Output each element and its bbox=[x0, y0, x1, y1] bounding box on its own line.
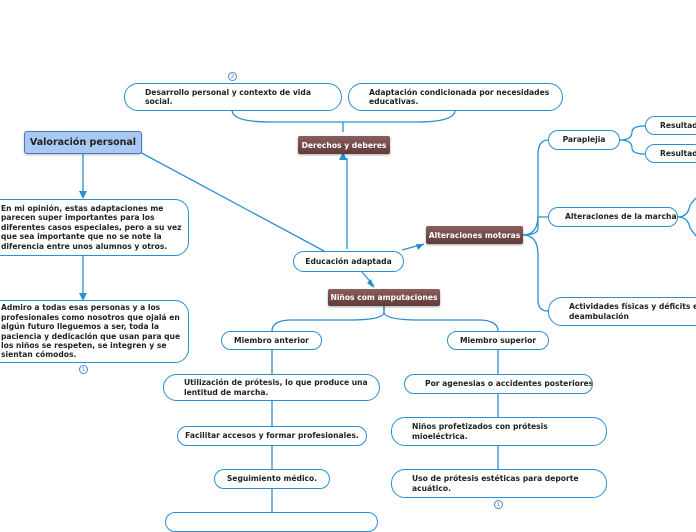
note-admiracion[interactable]: Admiro a todas esas personas y a los pro… bbox=[0, 300, 189, 363]
main-topic-valoracion-personal[interactable]: Valoración personal bbox=[24, 131, 142, 154]
topic-utilizacion-protesis[interactable]: Utilización de prótesis, lo que produce … bbox=[163, 374, 380, 401]
main-topic-alteraciones-motoras[interactable]: Alteraciones motoras bbox=[426, 226, 523, 244]
badge-count[interactable]: 2 bbox=[228, 72, 237, 81]
note-text: En mi opinión, estas adaptaciones me par… bbox=[1, 203, 182, 251]
topic-seguimiento-medico[interactable]: Seguimiento médico. bbox=[214, 469, 330, 489]
central-label: Educación adaptada bbox=[305, 256, 392, 266]
topic-adaptacion-condicionada[interactable]: Adaptación condicionada por necesidades … bbox=[348, 83, 563, 111]
topic-label: Desarrollo personal y contexto de vida s… bbox=[145, 87, 311, 106]
topic-label: Miembro anterior bbox=[234, 335, 309, 345]
topic-protesis-mioelectrica[interactable]: Niños profetizados con prótesis mioeléct… bbox=[391, 417, 607, 446]
topic-label: Por agenesias o accidentes posteriores. bbox=[425, 379, 593, 389]
topic-label: Resultado bbox=[660, 148, 696, 158]
topic-label: Resultado bbox=[660, 120, 696, 130]
topic-label: Miembro superior bbox=[459, 335, 537, 345]
topic-label: Uso de prótesis estéticas para deporte a… bbox=[412, 474, 579, 493]
topic-miembro-anterior[interactable]: Miembro anterior bbox=[221, 331, 322, 350]
topic-label: Adaptación condicionada por necesidades … bbox=[369, 87, 550, 106]
topic-protesis-esteticas[interactable]: Uso de prótesis estéticas para deporte a… bbox=[391, 469, 607, 498]
topic-label: Facilitar accesos y formar profesionales… bbox=[185, 431, 359, 441]
main-topic-derechos-deberes[interactable]: Derechos y deberes bbox=[298, 136, 390, 154]
topic-resultado-1[interactable]: Resultado bbox=[645, 116, 696, 135]
topic-partial[interactable] bbox=[165, 512, 378, 532]
main-topic-ninos-amputaciones[interactable]: Niños com amputaciones bbox=[328, 289, 440, 306]
topic-label: Seguimiento médico. bbox=[226, 474, 318, 484]
topic-facilitar-accesos[interactable]: Facilitar accesos y formar profesionales… bbox=[177, 426, 367, 446]
topic-paraplejia[interactable]: Paraplejia bbox=[548, 130, 620, 150]
topic-miembro-superior[interactable]: Miembro superior bbox=[447, 331, 549, 350]
topic-label: Niños profetizados con prótesis mioeléct… bbox=[412, 422, 548, 441]
topic-label: Actividades físicas y déficits en la dea… bbox=[569, 302, 696, 321]
topic-resultado-2[interactable]: Resultado bbox=[645, 144, 696, 163]
topic-label: Paraplejia bbox=[562, 135, 606, 145]
topic-desarrollo-personal[interactable]: Desarrollo personal y contexto de vida s… bbox=[124, 83, 342, 111]
note-opinion[interactable]: En mi opinión, estas adaptaciones me par… bbox=[0, 199, 189, 256]
note-text: Admiro a todas esas personas y a los pro… bbox=[1, 303, 181, 360]
badge-count[interactable]: 1 bbox=[494, 500, 503, 509]
topic-actividades-fisicas[interactable]: Actividades físicas y déficits en la dea… bbox=[548, 297, 696, 326]
topic-agenesias-accidentes[interactable]: Por agenesias o accidentes posteriores. bbox=[404, 374, 593, 394]
topic-label: Utilización de prótesis, lo que produce … bbox=[184, 378, 368, 397]
connector-lines bbox=[79, 109, 696, 514]
topic-alteraciones-marcha[interactable]: Alteraciones de la marcha bbox=[548, 207, 678, 227]
central-topic-educacion-adaptada[interactable]: Educación adaptada bbox=[293, 251, 404, 272]
badge-count[interactable]: 1 bbox=[79, 365, 88, 374]
topic-label: Alteraciones de la marcha bbox=[565, 212, 677, 222]
